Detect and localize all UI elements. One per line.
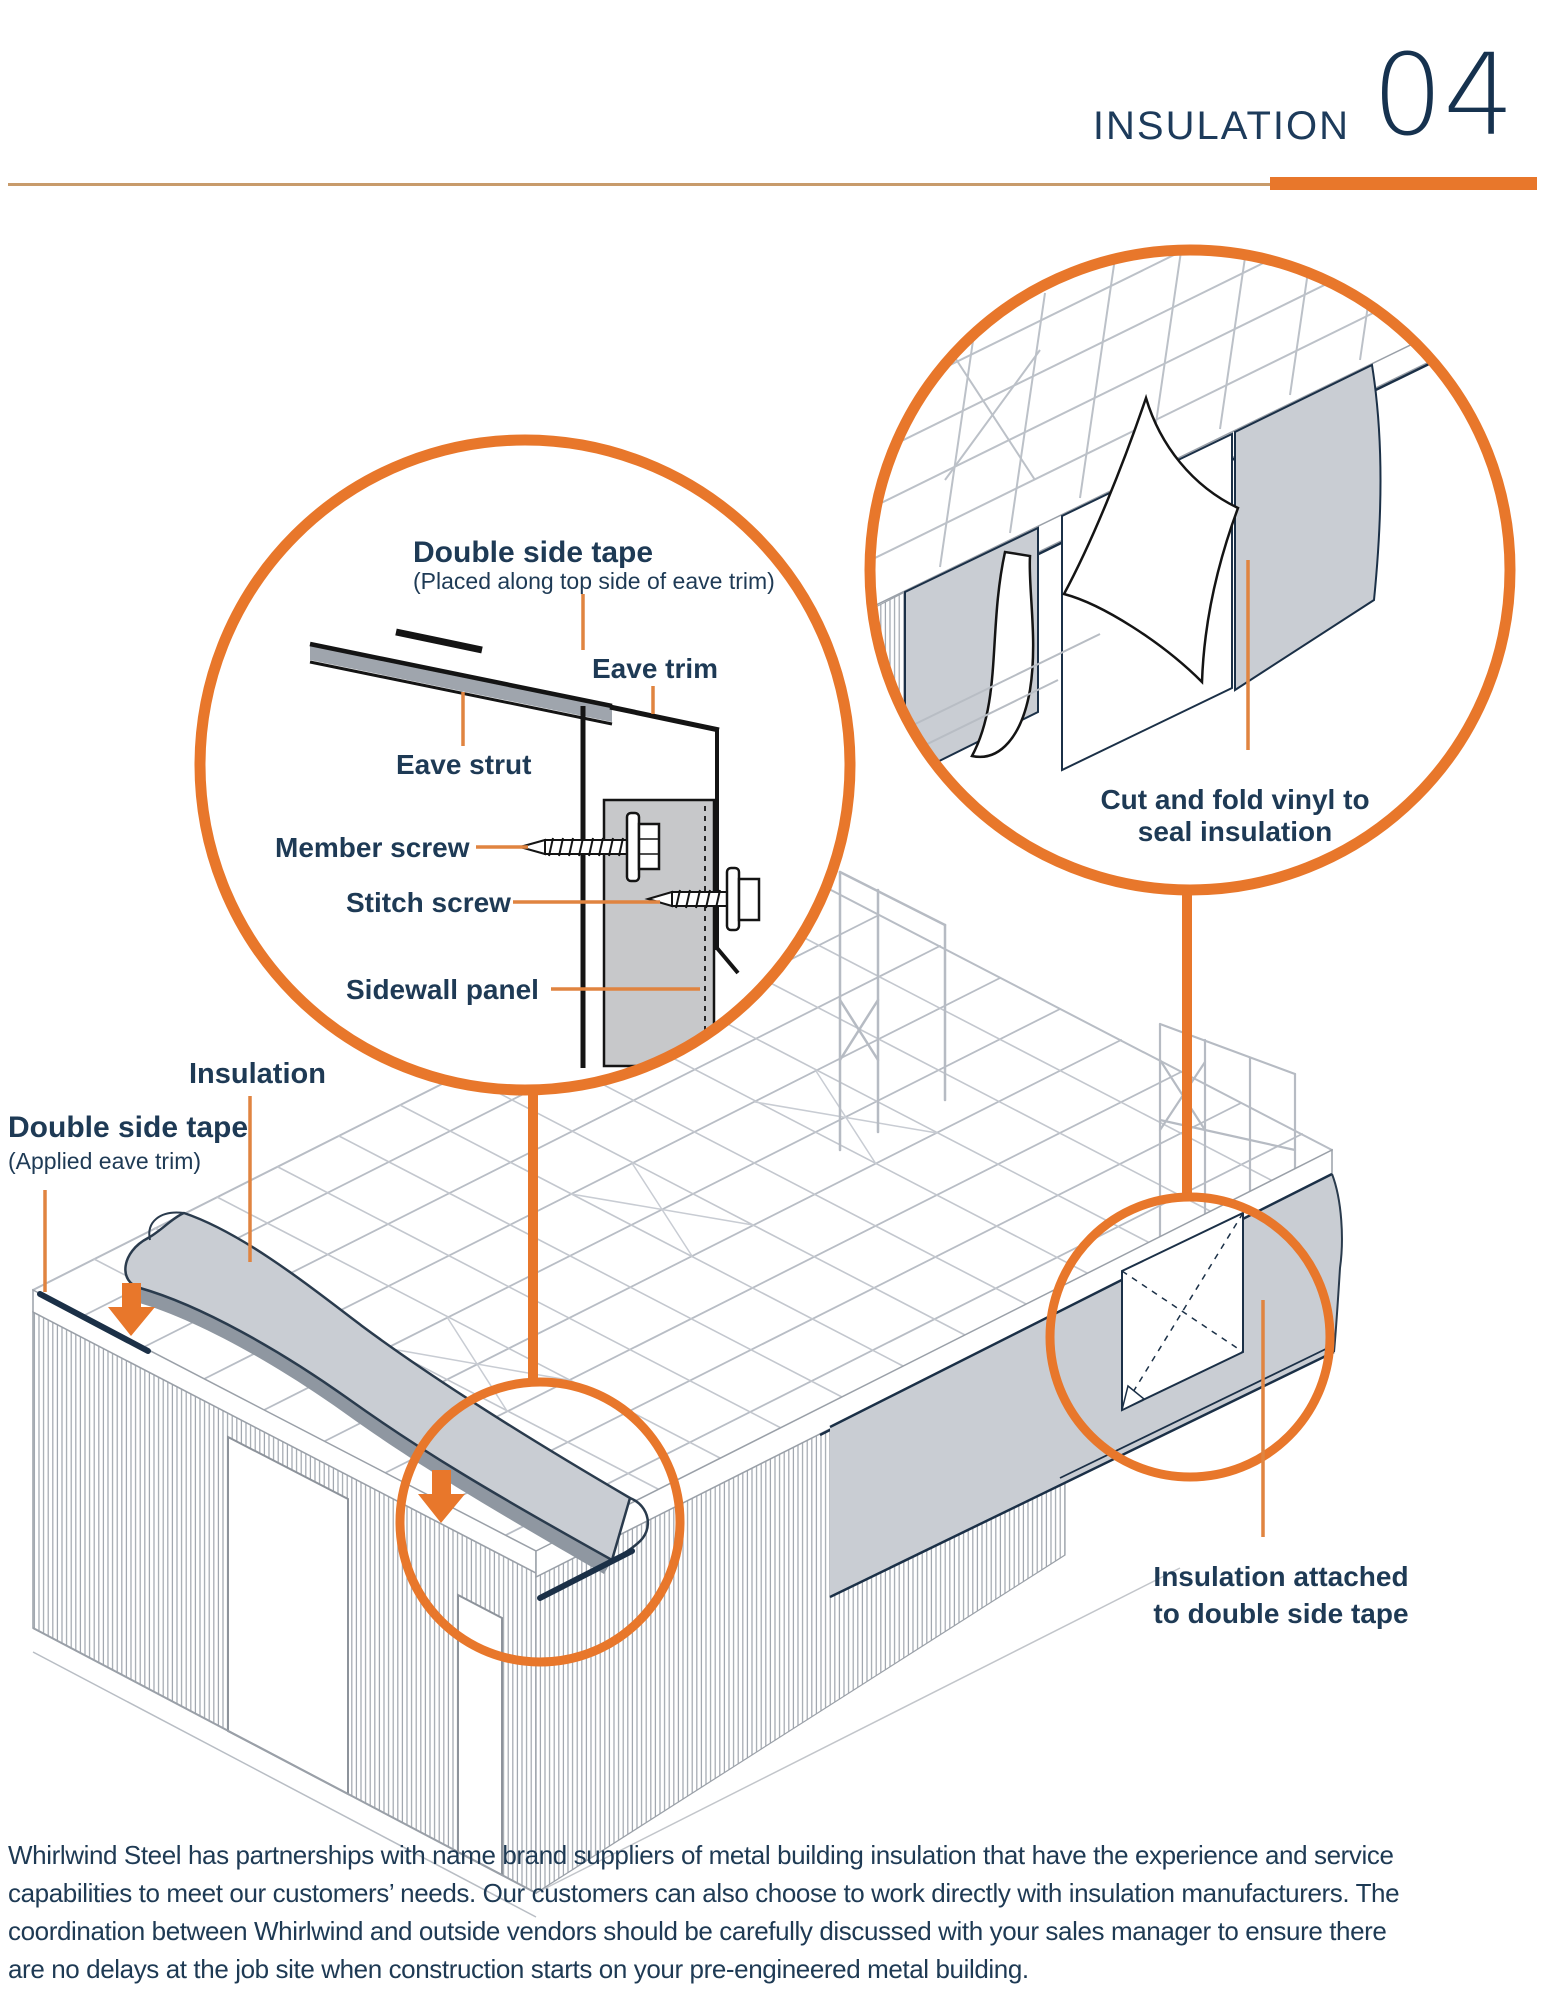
down-arrow-icon <box>108 1283 155 1336</box>
label-insulation: Insulation <box>189 1058 326 1090</box>
page-title: INSULATION <box>1092 104 1350 148</box>
left-detail-leaders <box>461 594 700 991</box>
header-rule-thick <box>1270 177 1537 190</box>
label-eave-strut: Eave strut <box>396 749 532 780</box>
label-stitch-screw: Stitch screw <box>346 887 511 918</box>
label-insulation-attached: Insulation attached to double side tape <box>1153 1561 1409 1629</box>
vinyl-patch <box>1120 1211 1244 1412</box>
building-leaders <box>43 1096 1265 1537</box>
wall-insulation-band <box>829 1172 1343 1599</box>
label-double-side-tape-top: Double side tape <box>413 536 654 569</box>
member-screw-graphic <box>516 811 661 883</box>
building-walls <box>32 1148 1333 1918</box>
chapter-number: 04 <box>1372 31 1515 161</box>
header-rule-thin <box>8 183 1270 186</box>
vinyl-patch-highlight-ring <box>1045 1192 1335 1482</box>
tape-strip-left-eave <box>37 1291 151 1354</box>
right-detail-circle-ring <box>864 244 1516 896</box>
insulation-roll <box>124 1211 650 1574</box>
body-paragraph: Whirlwind Steel has partnerships with na… <box>8 1840 1400 1984</box>
label-sidewall-panel: Sidewall panel <box>346 974 539 1005</box>
label-double-side-tape-applied-note: (Applied eave trim) <box>8 1148 202 1174</box>
left-detail-circle-ring <box>194 434 856 1096</box>
tape-strip-corner-eave <box>537 1548 635 1601</box>
eave-corner-highlight-ring <box>395 1377 685 1667</box>
label-cut-fold-vinyl: Cut and fold vinyl to seal insulation <box>1100 784 1370 848</box>
down-arrow-icon <box>418 1470 465 1523</box>
label-double-side-tape-top-note: (Placed along top side of eave trim) <box>413 568 775 594</box>
label-member-screw: Member screw <box>275 832 470 863</box>
eave-trim-detail-drawing <box>309 628 761 1068</box>
label-double-side-tape-applied: Double side tape <box>8 1111 249 1144</box>
label-eave-trim: Eave trim <box>592 653 719 684</box>
